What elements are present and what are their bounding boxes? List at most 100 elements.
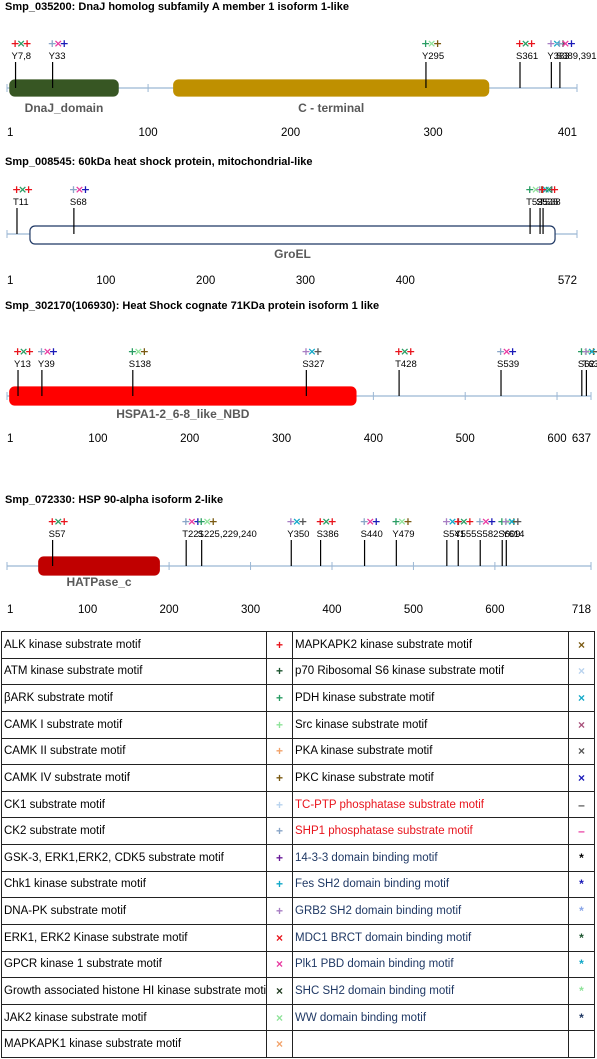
legend-motif-label: CAMK IV substrate motif bbox=[1, 764, 267, 792]
legend-symbol: + bbox=[266, 764, 293, 792]
legend-motif-label: CAMK I substrate motif bbox=[1, 710, 267, 739]
legend-symbol: + bbox=[266, 710, 293, 739]
motif-marker: × bbox=[397, 515, 406, 528]
motif-marker: × bbox=[521, 37, 530, 50]
site-label: S138 bbox=[129, 359, 151, 370]
tick-label: 600 bbox=[547, 433, 566, 445]
legend-motif-label: Src kinase substrate motif bbox=[292, 710, 569, 739]
motif-marker: + bbox=[69, 183, 78, 196]
motif-marker: + bbox=[81, 183, 90, 196]
motif-marker: × bbox=[43, 345, 52, 358]
legend-symbol: × bbox=[568, 710, 595, 739]
legend-row: ALK kinase substrate motif+MAPKAPK2 kina… bbox=[1, 631, 595, 659]
legend-motif-label: ERK1, ERK2 Kinase substrate motif bbox=[1, 923, 267, 952]
legend-motif-label: βARK substrate motif bbox=[1, 684, 267, 712]
site-label: S539 bbox=[497, 359, 519, 370]
site-label: S225,229,240 bbox=[198, 529, 257, 540]
site-label: Y7,8 bbox=[12, 51, 32, 62]
motif-marker: + bbox=[391, 515, 400, 528]
legend-symbol: × bbox=[568, 657, 595, 686]
protein-title: Smp_035200: DnaJ homolog subfamily A mem… bbox=[5, 1, 349, 13]
motif-marker: + bbox=[48, 515, 57, 528]
legend-symbol: * bbox=[568, 1003, 595, 1032]
legend-symbol: + bbox=[266, 870, 293, 899]
motif-marker: × bbox=[481, 515, 490, 528]
legend-row: Chk1 kinase substrate motif+Fes SH2 doma… bbox=[1, 870, 595, 899]
site-label: S609 bbox=[498, 529, 520, 540]
tick-label: 200 bbox=[196, 275, 215, 287]
motif-marker: × bbox=[541, 183, 550, 196]
legend-symbol: × bbox=[266, 1003, 293, 1032]
motif-marker: × bbox=[544, 183, 553, 196]
legend-symbol: – bbox=[568, 817, 595, 845]
motif-marker: + bbox=[442, 515, 451, 528]
legend-motif-label: CK2 substrate motif bbox=[1, 817, 267, 845]
motif-marker: + bbox=[454, 515, 463, 528]
legend-symbol: + bbox=[266, 844, 293, 872]
motif-marker: + bbox=[313, 345, 322, 358]
motif-marker: + bbox=[403, 515, 412, 528]
motif-marker: × bbox=[561, 37, 570, 50]
domain-box bbox=[29, 225, 556, 245]
domain-box bbox=[9, 386, 357, 406]
legend-symbol: + bbox=[266, 737, 293, 766]
legend-motif-label: GSK-3, ERK1,ERK2, CDK5 substrate motif bbox=[1, 844, 267, 872]
legend-motif-label: DNA-PK substrate motif bbox=[1, 897, 267, 925]
legend-motif-label: TC-PTP phosphatase substrate motif bbox=[292, 790, 569, 819]
motif-marker: + bbox=[547, 183, 556, 196]
motif-marker: + bbox=[550, 183, 559, 196]
legend-symbol: × bbox=[568, 764, 595, 792]
tick-label: 200 bbox=[159, 604, 178, 616]
motif-marker: × bbox=[134, 345, 143, 358]
motif-marker: + bbox=[453, 515, 462, 528]
motif-marker: + bbox=[209, 515, 218, 528]
motif-marker: × bbox=[17, 37, 26, 50]
motif-marker: + bbox=[421, 37, 430, 50]
site-label: T632 bbox=[582, 359, 597, 370]
legend-motif-label: Fes SH2 domain binding motif bbox=[292, 870, 569, 899]
tick-label: 100 bbox=[138, 127, 157, 139]
motif-marker: + bbox=[496, 345, 505, 358]
site-label: S541 bbox=[443, 529, 465, 540]
motif-marker: + bbox=[286, 515, 295, 528]
tick-label: 100 bbox=[78, 604, 97, 616]
motif-marker: + bbox=[23, 37, 32, 50]
motif-marker: + bbox=[140, 345, 149, 358]
legend-row: CK1 substrate motif+TC-PTP phosphatase s… bbox=[1, 790, 595, 819]
motif-marker: + bbox=[37, 345, 46, 358]
motif-marker: + bbox=[328, 515, 337, 528]
motif-marker: × bbox=[400, 345, 409, 358]
legend-symbol: × bbox=[568, 684, 595, 712]
legend-motif-label: ATM kinase substrate motif bbox=[1, 657, 267, 686]
legend-symbol: + bbox=[266, 631, 293, 659]
legend-motif-label: SHC SH2 domain binding motif bbox=[292, 977, 569, 1005]
motif-marker: × bbox=[459, 515, 468, 528]
tick-label: 300 bbox=[423, 127, 442, 139]
domain-label: HATPase_c bbox=[66, 575, 131, 589]
legend-row: DNA-PK substrate motif+GRB2 SH2 domain b… bbox=[1, 897, 595, 925]
motif-marker: + bbox=[394, 345, 403, 358]
motif-marker: + bbox=[60, 37, 69, 50]
legend-row: ATM kinase substrate motif+p70 Ribosomal… bbox=[1, 657, 595, 686]
site-label: Y295 bbox=[422, 51, 444, 62]
legend-symbol: × bbox=[266, 950, 293, 979]
legend-symbol: * bbox=[568, 950, 595, 979]
site-label: S535 bbox=[536, 197, 558, 208]
domain-box bbox=[38, 556, 160, 576]
legend-symbol: × bbox=[568, 631, 595, 659]
site-label: Y33 bbox=[49, 51, 66, 62]
tick-label: 300 bbox=[296, 275, 315, 287]
site-label: S361 bbox=[516, 51, 538, 62]
motif-marker: × bbox=[427, 37, 436, 50]
motif-marker: + bbox=[567, 37, 576, 50]
motif-marker: + bbox=[48, 37, 57, 50]
tick-label: 1 bbox=[7, 433, 13, 445]
motif-marker: + bbox=[593, 345, 597, 358]
motif-marker: × bbox=[583, 345, 592, 358]
legend-symbol: * bbox=[568, 897, 595, 925]
motif-marker: × bbox=[187, 515, 196, 528]
tick-label: 1 bbox=[7, 604, 13, 616]
motif-marker: × bbox=[322, 515, 331, 528]
motif-marker: + bbox=[360, 515, 369, 528]
legend-motif-label bbox=[292, 1030, 569, 1058]
